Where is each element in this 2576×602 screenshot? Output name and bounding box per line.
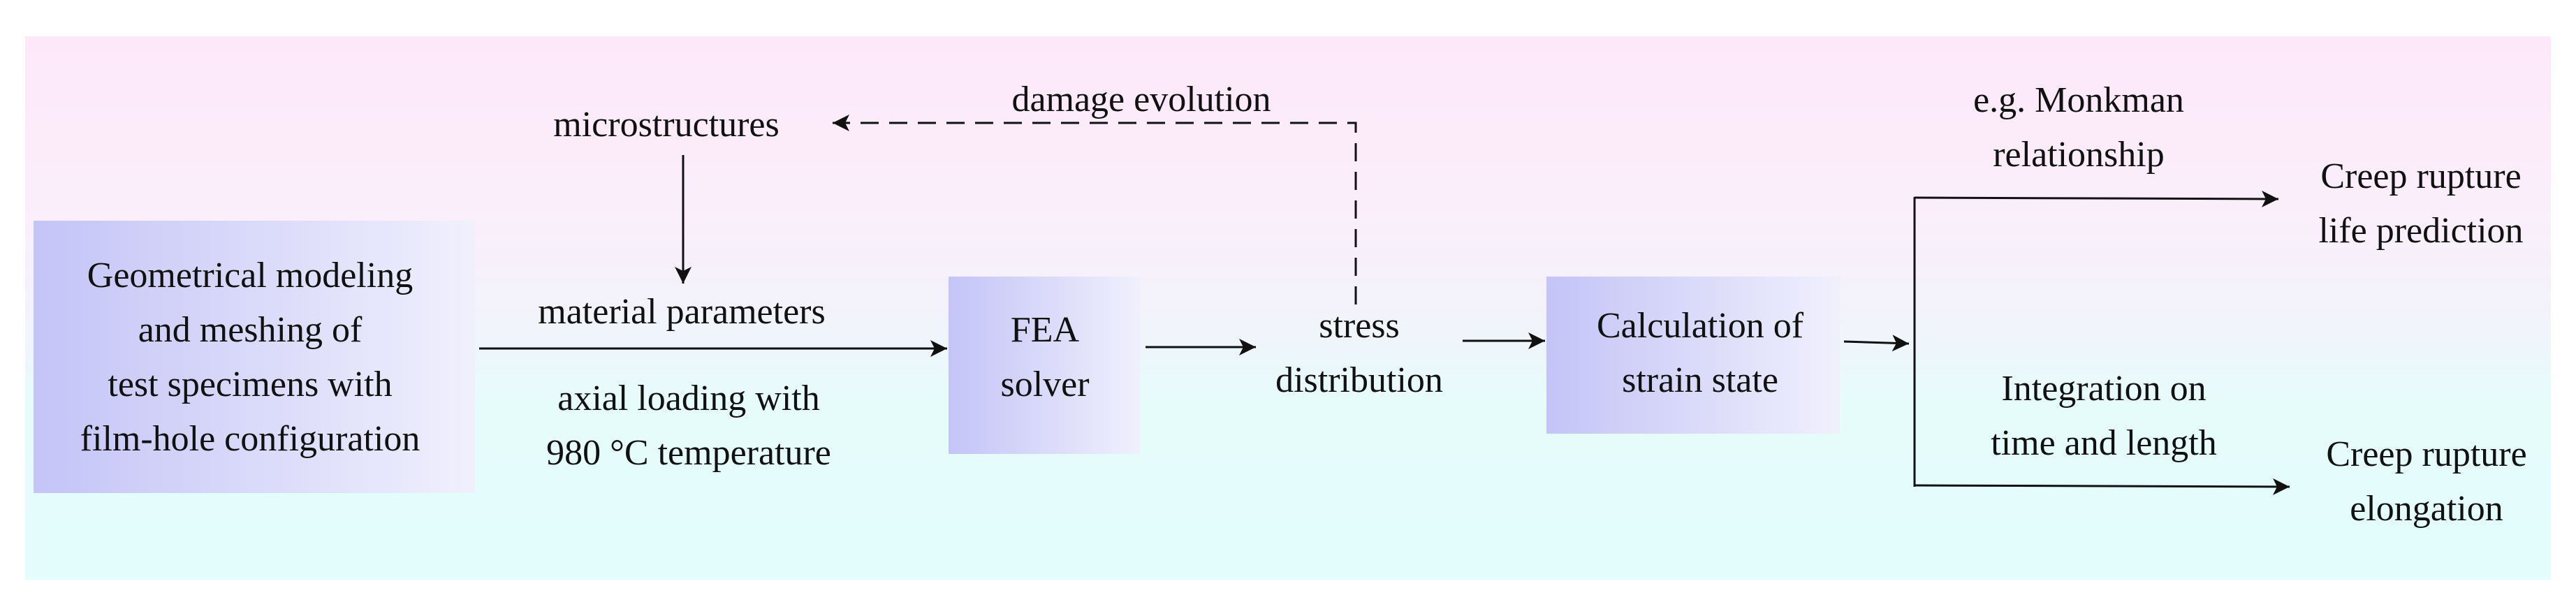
arrow-branch-to-rupture-life [1914, 190, 2279, 207]
rupture-life-label: Creep rupture life prediction [2318, 156, 2524, 251]
damage-evolution-label: damage evolution [1011, 80, 1271, 119]
stress-distribution-label: stress distribution [1275, 306, 1443, 400]
geometry-modeling-label: Geometrical modeling and meshing of test… [80, 256, 420, 459]
arrow-branch-to-rupture-elongation [1914, 478, 2290, 495]
arrow-strain-to-branch [1843, 335, 1910, 352]
axial-loading-label: axial loading with 980 °C temperature [546, 379, 831, 473]
fea-solver-box [949, 277, 1140, 454]
strain-calculation-box [1546, 277, 1840, 434]
monkman-label: e.g. Monkman relationship [1973, 80, 2184, 175]
fea-solver-label: FEA solver [1000, 310, 1090, 404]
microstructures-label: microstructures [553, 105, 780, 145]
material-parameters-label: material parameters [538, 292, 826, 332]
integration-label: Integration on time and length [1991, 369, 2217, 463]
strain-calculation-label: Calculation of strain state [1596, 306, 1804, 400]
dashed-arrow-damage-evolution [833, 115, 1357, 304]
rupture-elongation-label: Creep rupture elongation [2326, 434, 2527, 529]
geometry-modeling-box [34, 221, 475, 493]
